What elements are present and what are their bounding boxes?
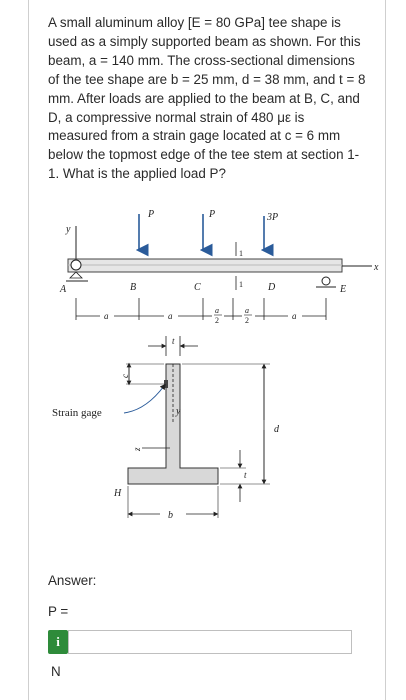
dim-half-1-num: a xyxy=(215,306,219,315)
load-label-c: P xyxy=(208,209,215,220)
dim-a-2: a xyxy=(168,311,173,321)
tee-section xyxy=(127,363,219,485)
strain-gage xyxy=(164,380,168,388)
load-label-b: P xyxy=(147,209,154,220)
dim-half-2-den: 2 xyxy=(245,316,249,325)
cs-H: H xyxy=(113,488,122,499)
point-label-a: A xyxy=(59,284,67,295)
dim-half-1-den: 2 xyxy=(215,316,219,325)
roller-support-e xyxy=(321,276,331,286)
page-frame xyxy=(28,0,386,700)
cs-t-flange: t xyxy=(244,470,247,480)
answer-input[interactable] xyxy=(68,630,352,654)
cs-y: y xyxy=(175,406,181,417)
load-label-d: 3P xyxy=(266,212,278,223)
answer-variable-label: P = xyxy=(48,604,69,619)
cs-d: d xyxy=(274,424,280,435)
dim-a-3: a xyxy=(292,311,297,321)
dim-a-1: a xyxy=(104,311,109,321)
section-label-bottom: 1 xyxy=(239,280,243,289)
y-axis-label: y xyxy=(65,224,71,235)
beam-figure: y P P 3P x 1 1 A B C D E xyxy=(52,209,379,521)
strain-gage-label: Strain gage xyxy=(52,407,102,419)
point-label-b: B xyxy=(130,282,136,293)
answer-heading: Answer: xyxy=(48,573,97,588)
cs-z: z xyxy=(132,447,142,452)
cs-c: c xyxy=(120,374,130,378)
pin-support-a xyxy=(70,259,82,271)
cs-b: b xyxy=(168,510,173,521)
question-text: A small aluminum alloy [E = 80 GPa] tee … xyxy=(48,15,366,182)
point-label-c: C xyxy=(194,282,201,293)
cs-t-top: t xyxy=(172,336,175,346)
section-label-top: 1 xyxy=(239,249,243,258)
dim-half-2-num: a xyxy=(245,306,249,315)
answer-unit: N xyxy=(51,664,61,679)
point-label-d: D xyxy=(267,282,276,293)
info-icon[interactable]: i xyxy=(48,630,68,654)
point-label-e: E xyxy=(339,284,346,295)
x-axis-label: x xyxy=(373,262,379,273)
